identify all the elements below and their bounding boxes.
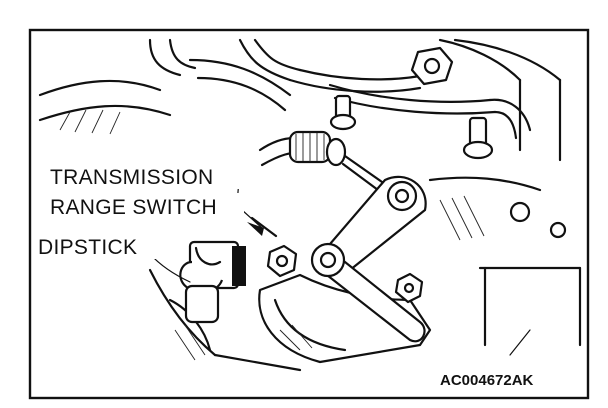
code-leader-line bbox=[509, 329, 531, 356]
transmission-label: TRANSMISSION bbox=[50, 166, 213, 189]
figure-code-label: AC004672AK bbox=[440, 372, 534, 389]
range-switch-leader-line bbox=[241, 209, 263, 229]
range-switch-label: RANGE SWITCH bbox=[50, 196, 217, 219]
dipstick-label: DIPSTICK bbox=[38, 236, 137, 259]
engine-illustration bbox=[38, 38, 582, 372]
